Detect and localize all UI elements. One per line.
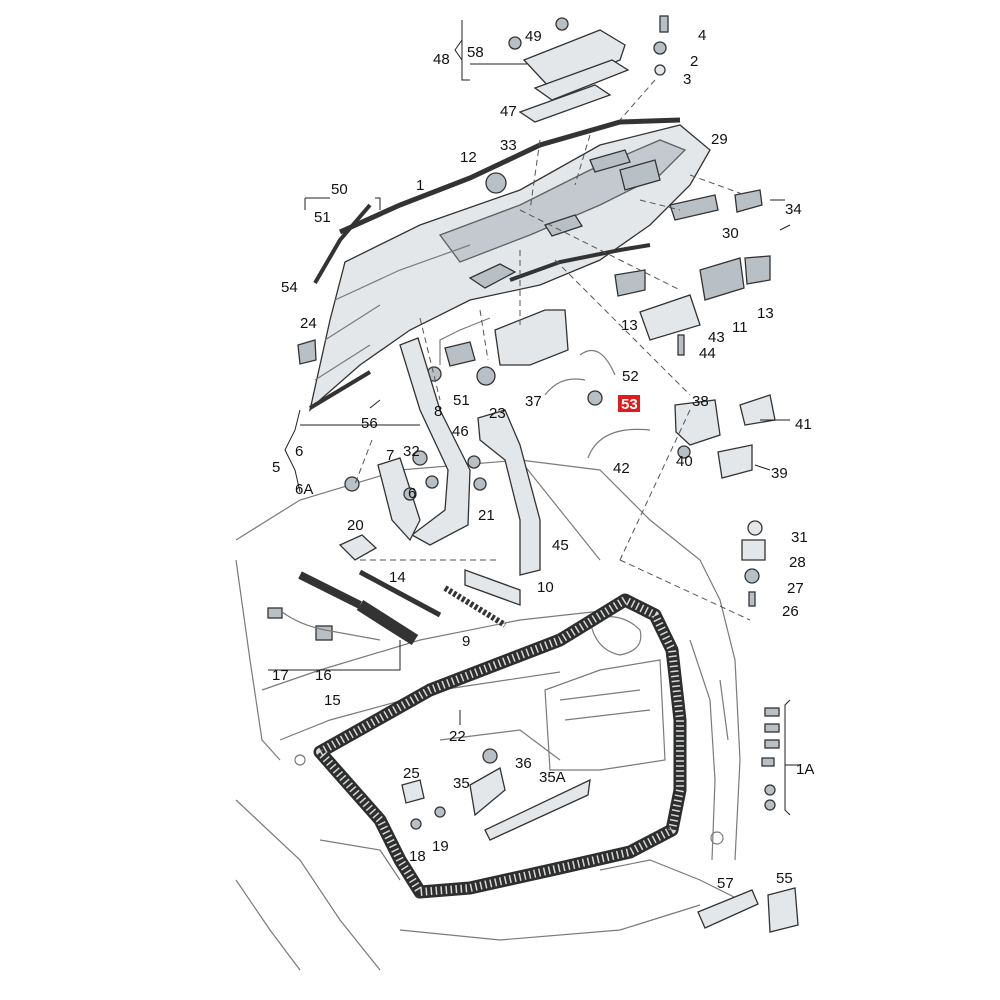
trunk-seal bbox=[313, 593, 687, 899]
leader-lines bbox=[268, 20, 800, 816]
label-13-right: 13 bbox=[757, 305, 774, 322]
label-48: 48 bbox=[433, 51, 450, 68]
label-42: 42 bbox=[613, 460, 630, 477]
label-57: 57 bbox=[717, 875, 734, 892]
label-25: 25 bbox=[403, 765, 420, 782]
label-39: 39 bbox=[771, 465, 788, 482]
label-26: 26 bbox=[782, 603, 799, 620]
label-33: 33 bbox=[500, 137, 517, 154]
label-20: 20 bbox=[347, 517, 364, 534]
label-17: 17 bbox=[272, 667, 289, 684]
lock-assembly bbox=[587, 394, 776, 479]
striker-assembly bbox=[401, 748, 591, 841]
label-6A: 6A bbox=[295, 481, 313, 498]
label-24: 24 bbox=[300, 315, 317, 332]
hinge-assembly bbox=[344, 337, 541, 576]
label-35: 35 bbox=[453, 775, 470, 792]
label-9: 9 bbox=[462, 633, 470, 650]
label-16: 16 bbox=[315, 667, 332, 684]
label-55: 55 bbox=[776, 870, 793, 887]
label-2: 2 bbox=[690, 53, 698, 70]
label-30: 30 bbox=[722, 225, 739, 242]
label-53: 53 bbox=[621, 396, 638, 413]
lid-strips bbox=[308, 117, 681, 410]
label-6-lower: 6 bbox=[408, 485, 416, 502]
label-21: 21 bbox=[478, 507, 495, 524]
label-49: 49 bbox=[525, 28, 542, 45]
label-51-top: 51 bbox=[314, 209, 331, 226]
label-44: 44 bbox=[699, 345, 716, 362]
label-58: 58 bbox=[467, 44, 484, 61]
label-38: 38 bbox=[692, 393, 709, 410]
label-41: 41 bbox=[795, 416, 812, 433]
strut-and-springs bbox=[267, 534, 521, 646]
car-body-outline bbox=[235, 459, 741, 971]
cover-plate bbox=[508, 15, 669, 123]
label-28: 28 bbox=[789, 554, 806, 571]
label-52: 52 bbox=[622, 368, 639, 385]
label-11: 11 bbox=[732, 319, 748, 336]
label-6-upper: 6 bbox=[295, 443, 303, 460]
label-22: 22 bbox=[449, 728, 466, 745]
label-36: 36 bbox=[515, 755, 532, 772]
label-1A: 1A bbox=[796, 761, 814, 778]
label-7: 7 bbox=[386, 447, 394, 464]
label-46: 46 bbox=[452, 423, 469, 440]
label-40: 40 bbox=[676, 453, 693, 470]
label-19: 19 bbox=[432, 838, 449, 855]
label-10: 10 bbox=[537, 579, 554, 596]
label-45: 45 bbox=[552, 537, 569, 554]
label-29: 29 bbox=[711, 131, 728, 148]
label-50: 50 bbox=[331, 181, 348, 198]
label-34: 34 bbox=[785, 201, 802, 218]
label-5: 5 bbox=[272, 459, 280, 476]
dashed-leaders bbox=[354, 79, 751, 621]
label-51-mid: 51 bbox=[453, 392, 470, 409]
lid-hardware-right bbox=[614, 159, 771, 356]
label-35A: 35A bbox=[539, 769, 566, 786]
label-13-left: 13 bbox=[621, 317, 638, 334]
label-12: 12 bbox=[460, 149, 477, 166]
label-23: 23 bbox=[489, 405, 506, 422]
label-54: 54 bbox=[281, 279, 298, 296]
label-4: 4 bbox=[698, 27, 706, 44]
label-56: 56 bbox=[361, 415, 378, 432]
label-8: 8 bbox=[434, 403, 442, 420]
label-1: 1 bbox=[416, 177, 424, 194]
label-15: 15 bbox=[324, 692, 341, 709]
label-32: 32 bbox=[403, 443, 420, 460]
label-14: 14 bbox=[389, 569, 406, 586]
label-37: 37 bbox=[525, 393, 542, 410]
right-fasteners bbox=[741, 520, 780, 811]
lid-hardware-middle bbox=[426, 309, 616, 406]
label-27: 27 bbox=[787, 580, 804, 597]
label-47: 47 bbox=[500, 103, 517, 120]
loose-items bbox=[297, 339, 799, 933]
label-53-highlight bbox=[618, 395, 640, 412]
label-3: 3 bbox=[683, 71, 691, 88]
label-43: 43 bbox=[708, 329, 725, 346]
label-18: 18 bbox=[409, 848, 426, 865]
part-labels: 1 1A 2 3 4 5 6 6 6A 7 8 9 10 11 12 13 13… bbox=[272, 27, 814, 892]
label-31: 31 bbox=[791, 529, 808, 546]
